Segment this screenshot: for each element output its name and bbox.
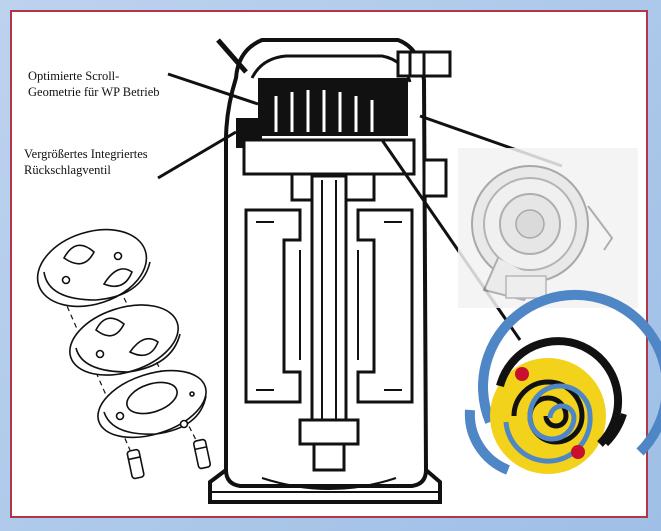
label-scroll-geometry: Optimierte Scroll- Geometrie für WP Betr… xyxy=(28,69,160,99)
exploded-check-valve xyxy=(36,228,212,480)
label-check-valve: Vergrößertes Integriertes Rückschlagvent… xyxy=(24,147,148,177)
valve-photo xyxy=(458,148,638,308)
leader-scroll-geometry xyxy=(167,72,259,106)
scroll-spiral xyxy=(464,289,661,475)
leader-check-valve xyxy=(157,130,237,180)
compressor-cross-section xyxy=(208,38,452,504)
